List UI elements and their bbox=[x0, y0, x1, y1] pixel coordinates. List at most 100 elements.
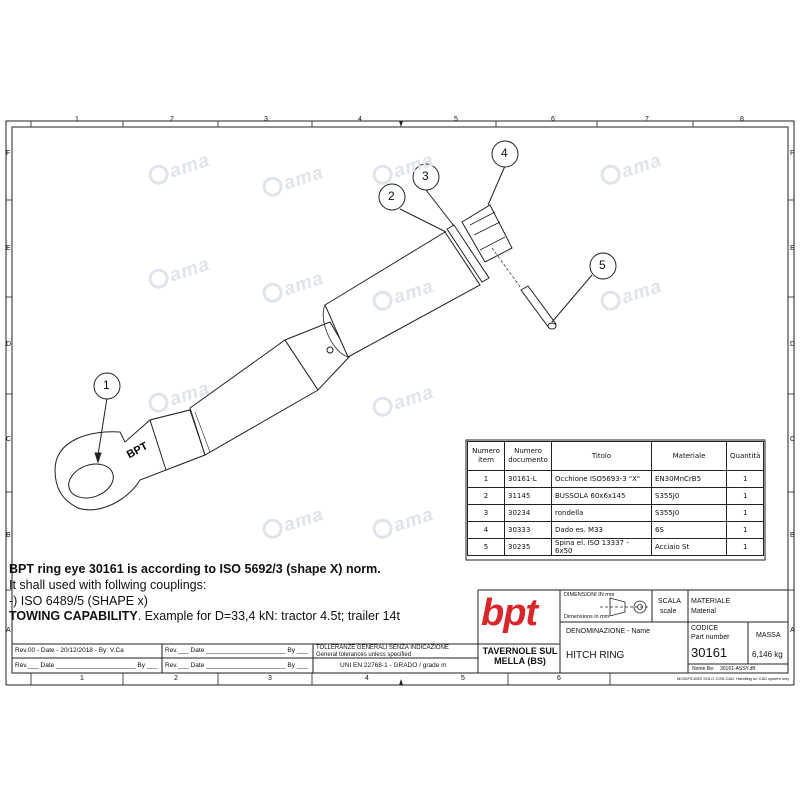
row-letter: C bbox=[790, 436, 796, 443]
col-number: 4 bbox=[358, 116, 362, 123]
cell: 2 bbox=[467, 487, 505, 505]
row-letter: D bbox=[790, 341, 796, 348]
cell: S355J0 bbox=[651, 487, 727, 505]
row-letter: D bbox=[6, 341, 12, 348]
dim-label: DIMENSIONI IN mm bbox=[564, 592, 615, 598]
balloon-number: 5 bbox=[599, 258, 606, 272]
table-row: 2 31145 BUSSOLA 60x6x145 S355J0 1 bbox=[467, 487, 765, 505]
column-ticks-top bbox=[30, 121, 694, 685]
cell: 30235 bbox=[504, 538, 552, 556]
table-row: 4 30333 Dado es. M33 6S 1 bbox=[467, 521, 765, 539]
col-number: 6 bbox=[551, 116, 555, 123]
col-header: Numero item bbox=[467, 441, 505, 471]
row-letter: E bbox=[790, 245, 795, 252]
revision-00: Rev.00 - Date - 20/12/2018 - By: V.Ca bbox=[15, 647, 124, 654]
row-letter: C bbox=[6, 436, 12, 443]
note-line-4: TOWING CAPABILITY. Example for D=33,4 kN… bbox=[9, 609, 400, 623]
table-row: 5 30235 Spina el. ISO 13337 - 6x50 Accia… bbox=[467, 538, 765, 556]
part-name: HITCH RING bbox=[566, 650, 625, 661]
col-number: 3 bbox=[264, 116, 268, 123]
cell: Spina el. ISO 13337 - 6x50 bbox=[551, 538, 652, 556]
hitch-ring-assembly bbox=[54, 204, 557, 511]
revision-blank: Rev.___ Date ______________________ By _… bbox=[165, 647, 308, 654]
row-letter: F bbox=[790, 150, 795, 157]
parts-table-frame bbox=[465, 439, 766, 561]
cell: 1 bbox=[725, 521, 765, 539]
col-number: 6 bbox=[557, 675, 561, 682]
cell: 1 bbox=[725, 470, 765, 488]
row-letter: A bbox=[790, 627, 795, 634]
name-label: DENOMINAZIONE - Name bbox=[566, 628, 651, 635]
table-row: 3 30234 rondella S355J0 1 bbox=[467, 504, 765, 522]
balloon-5 bbox=[589, 252, 617, 280]
col-number: 1 bbox=[80, 675, 84, 682]
balloon-callouts bbox=[93, 140, 617, 464]
col-header: Materiale bbox=[651, 441, 727, 471]
row-letter: A bbox=[6, 627, 11, 634]
cell: 6S bbox=[651, 521, 727, 539]
balloon-2 bbox=[378, 183, 406, 211]
balloon-number: 1 bbox=[103, 378, 110, 392]
drawing-border bbox=[11, 126, 789, 674]
row-letter: B bbox=[790, 532, 795, 539]
cell: Acciaio St bbox=[651, 538, 727, 556]
table-header-row: Numero item Numero documento Titolo Mate… bbox=[467, 441, 765, 471]
cell: 31145 bbox=[504, 487, 552, 505]
col-number: 5 bbox=[461, 675, 465, 682]
col-number: 3 bbox=[268, 675, 272, 682]
spring-pin bbox=[520, 285, 557, 329]
tolerances-en: General tolerances unless specified bbox=[316, 652, 412, 658]
cell: 5 bbox=[467, 538, 505, 556]
file-name: 30161-ASSY.dft bbox=[720, 666, 756, 672]
balloon-number: 3 bbox=[422, 169, 429, 183]
cell: 1 bbox=[725, 538, 765, 556]
scale-label-en: scale bbox=[660, 608, 677, 615]
note-line-2: It shall used with follwing couplings: bbox=[9, 578, 207, 592]
spring-pin-end bbox=[547, 322, 557, 330]
cell: 30161-L bbox=[504, 470, 552, 488]
cell: 4 bbox=[467, 521, 505, 539]
row-letter: B bbox=[6, 532, 11, 539]
parts-list-table: Numero item Numero documento Titolo Mate… bbox=[467, 441, 765, 556]
col-number: 4 bbox=[365, 675, 369, 682]
row-letter: E bbox=[6, 245, 11, 252]
col-number: 5 bbox=[454, 116, 458, 123]
cell: 30234 bbox=[504, 504, 552, 522]
cell: 30333 bbox=[504, 521, 552, 539]
title-block bbox=[12, 589, 788, 673]
company-location: TAVERNOLE SUL MELLA (BS) bbox=[482, 646, 558, 666]
bpt-logo: bpt bbox=[481, 592, 538, 634]
part-number-label: Part number bbox=[691, 634, 730, 641]
col-header: Quantità bbox=[725, 441, 765, 471]
material-label-en: Material bbox=[691, 608, 716, 615]
note-line-1: BPT ring eye 30161 is according to ISO 5… bbox=[9, 562, 381, 576]
col-header: Numero documento bbox=[504, 441, 552, 471]
projection-symbol bbox=[600, 597, 650, 617]
col-number: 8 bbox=[740, 116, 744, 123]
col-header: Titolo bbox=[551, 441, 652, 471]
code-label: CODICE bbox=[691, 625, 719, 632]
file-name-label: Nome file: bbox=[692, 666, 715, 672]
row-ticks bbox=[6, 199, 794, 591]
cell: Occhione ISO5693-3 "X" bbox=[551, 470, 652, 488]
dim-label-en: Dimensions in mm bbox=[564, 614, 610, 620]
cell: rondella bbox=[551, 504, 652, 522]
cell: S355J0 bbox=[651, 504, 727, 522]
balloon-1 bbox=[93, 372, 121, 400]
balloon-number: 2 bbox=[388, 189, 395, 203]
col-number: 1 bbox=[75, 116, 79, 123]
pin-hole bbox=[326, 346, 334, 354]
cell: Dado es. M33 bbox=[551, 521, 652, 539]
cell: 1 bbox=[467, 470, 505, 488]
tolerances-it: TOLLERANZE GENERALI SENZA INDICAZIONE bbox=[316, 645, 449, 651]
center-arrow-bottom bbox=[399, 679, 403, 685]
mass-value: 6,146 kg bbox=[752, 650, 783, 659]
balloon-3 bbox=[412, 163, 440, 191]
material-label: MATERIALE bbox=[691, 598, 731, 605]
balloon-4 bbox=[491, 140, 519, 168]
col-number: 7 bbox=[645, 116, 649, 123]
cell: 3 bbox=[467, 504, 505, 522]
cell: 1 bbox=[725, 487, 765, 505]
